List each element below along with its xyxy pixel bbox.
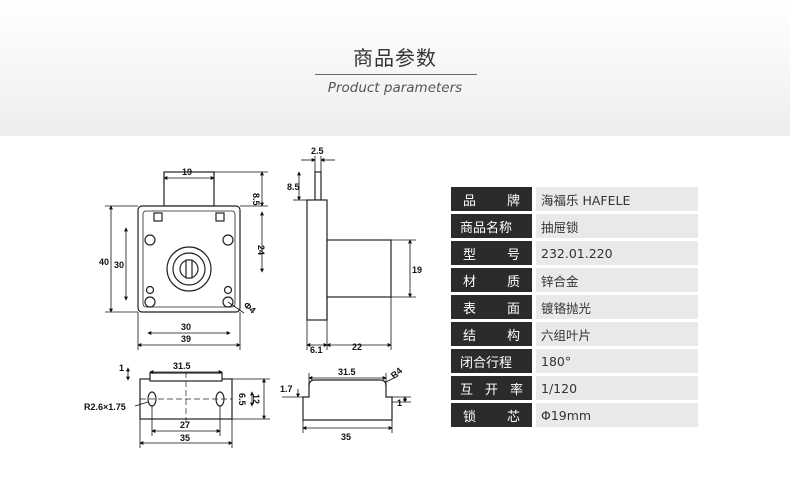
profile-view-dimensions [282,373,411,433]
spec-row-structure: 结构 六组叶片 [451,322,698,346]
spec-value: 232.01.220 [536,241,698,265]
bottom-view-dimensions [126,367,270,448]
side-pin-width-label: 2.5 [311,146,324,156]
side-view-dimensions [293,156,416,350]
title-divider [315,74,477,75]
bottom-view [139,372,233,424]
spec-row-closing-travel: 闭合行程 180° [451,349,698,373]
spec-row-lock-core: 锁芯 Φ19mm [451,403,698,427]
spec-value: 180° [536,349,698,373]
spec-label: 型号 [451,241,532,265]
spec-value: 镀铬抛光 [536,295,698,319]
bottom-top-gap-label: 1 [119,363,124,373]
spec-label: 品牌 [451,187,532,211]
spec-label: 商品名称 [451,214,532,238]
bottom-slot-spacing-label: 27 [180,420,190,430]
spec-row-surface: 表面 镀铬抛光 [451,295,698,319]
spec-value: 六组叶片 [536,322,698,346]
spec-label: 锁芯 [451,403,532,427]
bottom-slot-label: R2.6×1.75 [84,402,126,412]
spec-value: 锌合金 [536,268,698,292]
spec-label: 结构 [451,322,532,346]
side-view [306,171,392,321]
front-body-width-label: 39 [181,334,191,344]
front-right-height-label: 24 [256,245,266,255]
side-cylinder-height-label: 19 [412,265,422,275]
spec-label: 材质 [451,268,532,292]
spec-row-model: 型号 232.01.220 [451,241,698,265]
profile-top-length-label: 31.5 [338,367,356,377]
spec-row-product-name: 商品名称 抽屉锁 [451,214,698,238]
spec-label: 表面 [451,295,532,319]
profile-view [302,379,393,421]
front-hole-spacing-h-label: 30 [181,322,191,332]
spec-value: Φ19mm [536,403,698,427]
profile-thickness-label: 1.7 [280,384,293,394]
spec-label: 闭合行程 [451,349,532,373]
front-body-height-label: 40 [99,257,109,267]
side-plate-thickness-label: 6.1 [310,345,323,355]
front-tab-height-label: 8.5 [251,193,261,206]
spec-value: 1/120 [536,376,698,400]
side-pin-height-label: 8.5 [287,182,300,192]
bottom-slot-height-label: 6.5 [237,393,247,406]
spec-value: 海福乐 HAFELE [536,187,698,211]
page-title: 商品参数 [353,46,437,70]
bottom-total-height-label: 12 [251,394,261,404]
spec-row-differ-rate: 互开率 1/120 [451,376,698,400]
header-banner: 商品参数 Product parameters [0,0,790,136]
bottom-total-width-label: 35 [180,433,190,443]
front-view [137,171,241,313]
page-subtitle: Product parameters [327,80,463,96]
spec-table: 品牌 海福乐 HAFELE 商品名称 抽屉锁 型号 232.01.220 材质 … [451,187,698,430]
spec-label: 互开率 [451,376,532,400]
profile-right-gap-label: 1 [397,398,402,408]
front-view-dimensions [105,171,268,350]
profile-total-width-label: 35 [341,432,351,442]
front-hole-diameter-label: Φ4 [242,300,258,316]
bottom-top-length-label: 31.5 [173,361,191,371]
profile-radius-label: R4 [389,365,404,380]
spec-value: 抽屉锁 [536,214,698,238]
front-hole-spacing-v-label: 30 [114,260,124,270]
side-cylinder-length-label: 22 [352,342,362,352]
spec-row-brand: 品牌 海福乐 HAFELE [451,187,698,211]
spec-row-material: 材质 锌合金 [451,268,698,292]
front-top-width-label: 19 [182,167,192,177]
